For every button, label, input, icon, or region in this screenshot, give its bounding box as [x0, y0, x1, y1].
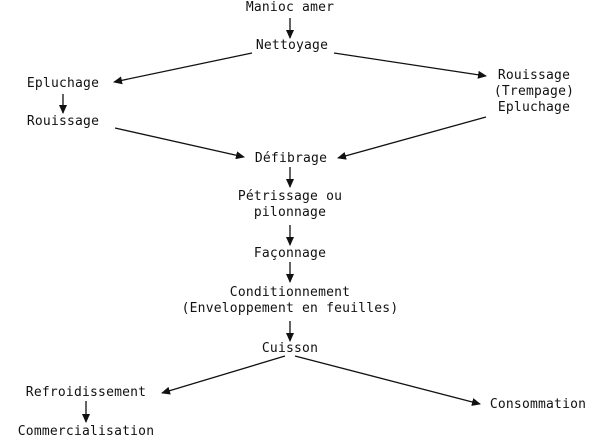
arrow-cuisson-to-refroidissement [161, 355, 286, 395]
node-rouissage-left-label: Rouissage [26, 114, 100, 129]
node-enveloppement-label: (Enveloppement en feuilles) [181, 301, 399, 316]
node-epluchage-left: Epluchage [27, 76, 99, 92]
node-defibrage-label: Défibrage [254, 151, 328, 166]
arrow-epluchage-right-to-defibrage [337, 116, 487, 160]
node-manioc-amer: Manioc amer [246, 0, 334, 16]
node-petrissage-label: Pétrissage ou [237, 189, 343, 204]
node-commercialisation: Commercialisation [18, 424, 154, 440]
arrow-nettoyage-to-epluchage-left [113, 52, 253, 85]
node-pilonnage-label: pilonnage [253, 205, 327, 220]
node-cuisson-label: Cuisson [261, 341, 319, 356]
node-rouissage-right-label: Rouissage [497, 68, 571, 83]
node-consommation: Consommation [490, 397, 586, 413]
arrow-nettoyage-to-rouissage-right [333, 52, 487, 79]
node-rouissage-left: Rouissage [27, 114, 99, 130]
arrow-rouissage-left-to-defibrage [114, 127, 245, 160]
node-nettoyage-label: Nettoyage [255, 38, 329, 53]
node-epluchage-left-label: Epluchage [26, 76, 100, 91]
node-conditionnement: Conditionnement (Enveloppement en feuill… [182, 285, 399, 317]
node-faconnage: Façonnage [254, 246, 326, 262]
node-nettoyage: Nettoyage [256, 38, 328, 54]
node-faconnage-label: Façonnage [253, 246, 327, 261]
node-refroidissement-label: Refroidissement [25, 385, 147, 400]
node-defibrage: Défibrage [255, 151, 327, 167]
node-refroidissement: Refroidissement [26, 385, 146, 401]
node-epluchage-right-label: Epluchage [497, 100, 571, 115]
arrow-cuisson-to-consommation [294, 355, 481, 406]
node-rouissage-trempage-epluchage: Rouissage (Trempage) Epluchage [494, 68, 574, 116]
node-consommation-label: Consommation [489, 397, 587, 412]
node-petrissage-pilonnage: Pétrissage ou pilonnage [238, 189, 342, 221]
node-conditionnement-label: Conditionnement [229, 285, 351, 300]
node-commercialisation-label: Commercialisation [17, 424, 155, 439]
node-manioc-amer-label: Manioc amer [245, 0, 335, 15]
node-trempage-label: (Trempage) [493, 84, 575, 99]
node-cuisson: Cuisson [262, 341, 318, 357]
